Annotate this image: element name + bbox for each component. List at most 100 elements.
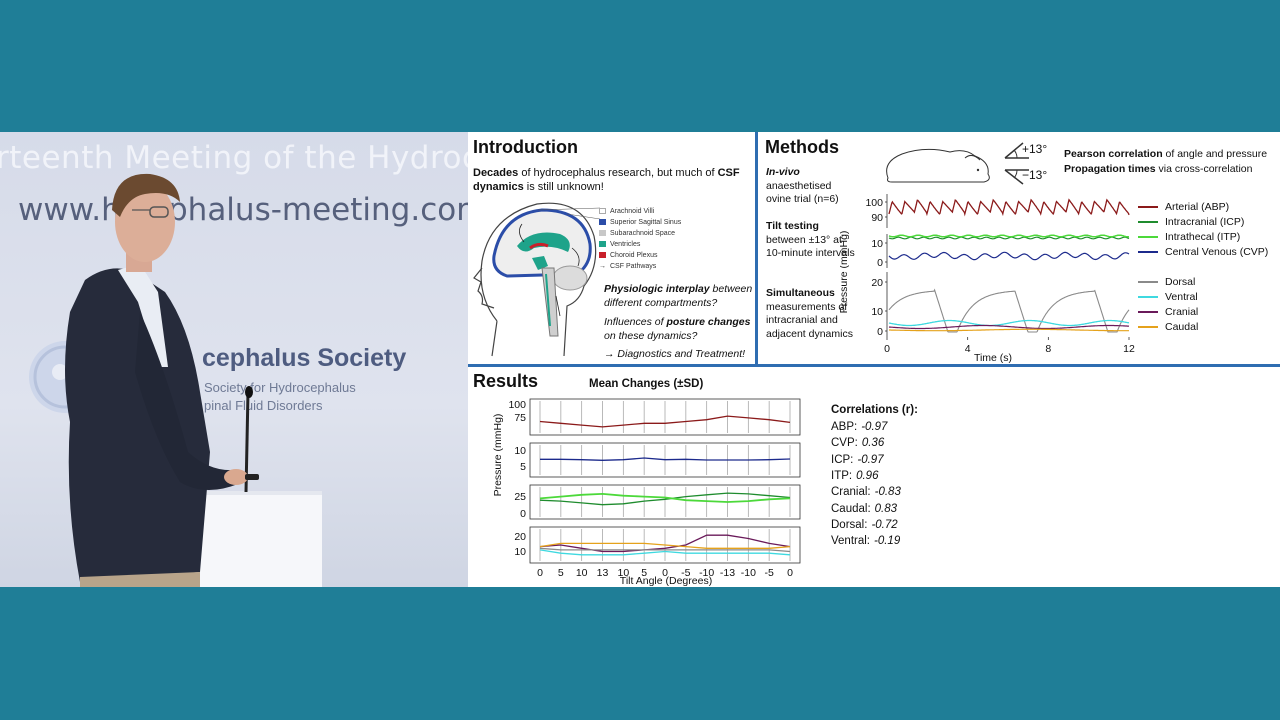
legend-item: Subarachnoid Space [599,230,675,237]
legend-line [1138,296,1158,299]
speaker-video: rteenth Meeting of the Hydrocephalus Soc… [0,132,468,587]
correlation-value: 0.83 [874,502,898,515]
x-tick-label: -13 [720,567,735,579]
legend-line [1138,251,1158,254]
speaker-figure [65,173,259,587]
x-tick-label: 5 [641,567,647,579]
cvp-line [888,251,1130,261]
correlation-value: -0.19 [874,535,901,548]
correlation-item: Cranial:-0.83 [831,486,901,498]
correlation-value: -0.97 [857,453,884,466]
correlation-name: ITP: [831,469,853,482]
legend-line [1138,326,1158,329]
intro-q1-bold: Physiologic interplay [604,283,710,295]
intro-question-1: Physiologic interplay between different … [604,282,754,310]
y-tick-label: 75 [514,412,526,424]
banner-url: www.hy ephalus-meeting.com [18,192,468,228]
sheep-illustration [886,148,990,183]
series-line-dorsal [539,547,791,553]
intro-question-2: Influences of posture changes on these d… [604,315,754,343]
y-tick-label: 100 [865,197,883,209]
series-line-icp [539,492,791,506]
correlation-name: ABP: [831,421,858,433]
legend-label: Ventricles [610,241,641,248]
legend-label: Central Venous (CVP) [1165,246,1269,258]
legend-item: Central Venous (CVP) [1138,246,1268,258]
correlation-item: ITP:0.96 [831,470,878,482]
correlation-name: Ventral: [831,535,870,548]
intro-q1-rest: between different compartments? [604,283,753,309]
x-tick-label: 0 [662,567,668,579]
correlation-value: -0.97 [861,421,888,433]
tilt-angle-icon [1004,142,1029,185]
society-subtitle-2: pinal Fluid Disorders [204,398,323,413]
y-tick-label: 25 [514,491,526,503]
propagation-bold: Propagation times [1064,163,1156,175]
method-tilt-title: Tilt testing [766,220,819,232]
methods-title: Methods [765,137,839,157]
y-tick-label: 0 [877,326,883,338]
pearson-rest: of angle and pressure [1162,148,1268,160]
arrow-icon: → [599,263,606,270]
series-line-cvp [540,457,791,461]
propagation-rest: via cross-correlation [1155,163,1253,175]
y-tick-label: 10 [871,238,883,250]
correlation-name: ICP: [831,453,854,466]
legend-item: →CSF Pathways [599,263,656,270]
legend-line [1138,221,1158,224]
y-tick-label: 100 [508,399,526,411]
x-tick-label: -10 [699,567,714,579]
x-tick-label: -10 [741,567,756,579]
angle-down-label: −13° [1022,168,1048,182]
panel-divider [755,132,758,364]
correlation-value: 0.96 [856,469,879,482]
icp-line [888,236,1130,240]
x-tick-label: 0 [537,567,543,579]
series-line-caudal [539,542,791,549]
plot-frame [529,442,801,478]
x-tick-label: 10 [576,567,588,579]
correlation-name: Caudal: [831,502,871,515]
presentation-slide: Introduction Decades of hydrocephalus re… [468,132,1280,587]
y-tick-label: 0 [877,257,883,269]
x-tick-label: 0 [884,343,890,355]
intro-title: Introduction [473,137,578,157]
legend-swatch [599,241,606,248]
legend-label: Cranial [1165,306,1199,318]
angle-up-label: +13° [1022,142,1048,156]
legend-item: Ventricles [599,241,640,248]
legend-label: Dorsal [1165,276,1196,288]
legend-item: Intrathecal (ITP) [1138,231,1240,243]
x-tick-label: 10 [617,567,629,579]
y-tick-label: 20 [871,277,883,289]
correlation-item: ICP:-0.97 [831,454,884,466]
legend-line [1138,236,1158,239]
series-line-cranial [539,534,791,553]
legend-line [1138,281,1158,284]
legend-item: Cranial [1138,306,1198,318]
waveform-lines [888,198,1130,333]
legend-swatch [599,219,606,226]
legend-item: Intracranial (ICP) [1138,216,1244,228]
x-tick-label: -5 [764,567,773,579]
correlation-name: Dorsal: [831,518,868,531]
y-tick-label: 0 [520,508,526,520]
correlation-value: -0.72 [871,518,898,531]
x-tick-label: 4 [965,343,971,355]
legend-swatch [599,208,606,215]
propagation-text: Propagation times via cross-correlation [1064,163,1252,175]
legend-label: Ventral [1165,291,1198,303]
legend-item: Superior Sagittal Sinus [599,219,681,226]
legend-label: Superior Sagittal Sinus [610,219,682,226]
banner-text: rteenth Meeting of the Hydrocephalus Soc [0,140,468,176]
y-tick-label: 10 [871,306,883,318]
intro-q2-rest: on these dynamics? [604,330,698,342]
y-tick-label: 90 [871,212,883,224]
method-invivo-text: anaesthetised ovine trial (n=6) [766,179,839,206]
legend-item: Dorsal [1138,276,1195,288]
x-tick-label: 0 [787,567,793,579]
